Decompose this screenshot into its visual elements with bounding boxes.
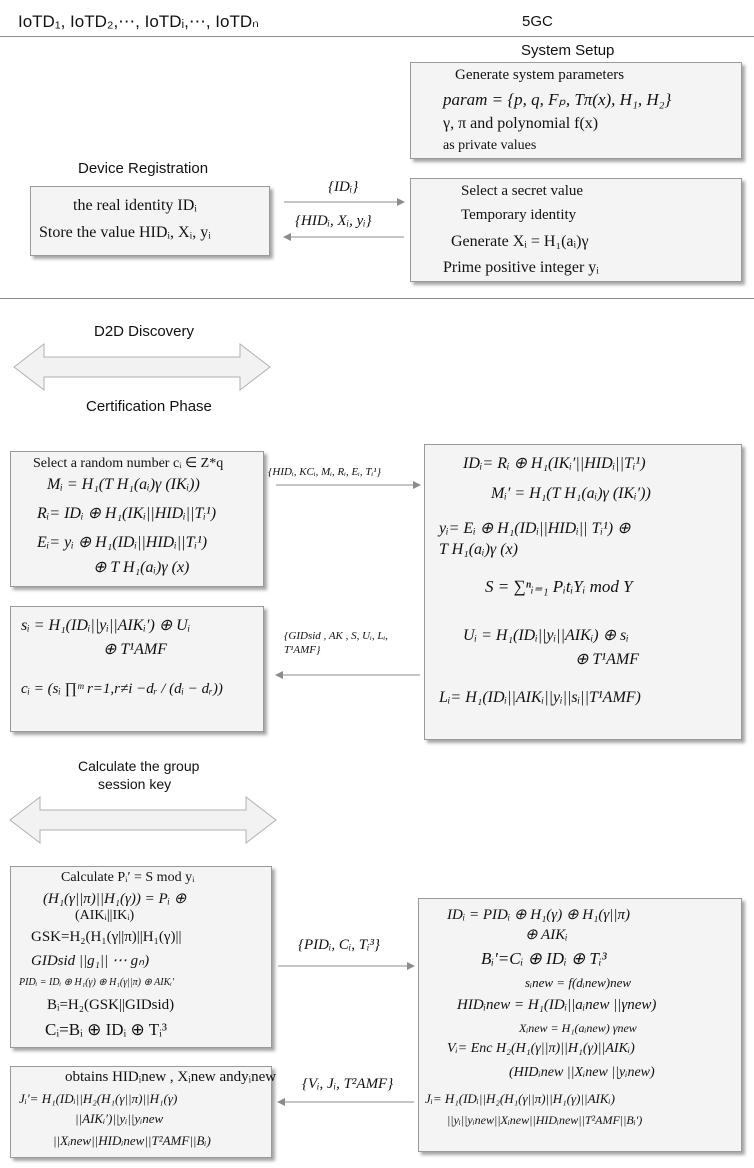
cert-device-verify-box: sᵢ = H₁(IDᵢ||yᵢ||AIKᵢ′) ⊕ Uᵢ ⊕ T¹AMF cᵢ … (10, 606, 264, 732)
reg-right-line-3: Generate Xᵢ = H₁(aᵢ)γ (451, 233, 589, 250)
cert2-line-2: Mᵢ′ = H₁(T H₁(aᵢ)γ (IKᵢ′)) (491, 485, 651, 502)
cert1-line-2: Mᵢ = H₁(T H₁(aᵢ)γ (IKᵢ)) (47, 476, 200, 493)
cert3-line-2: ⊕ T¹AMF (103, 641, 167, 658)
msg-gsk-response: {Vᵢ, Jᵢ, T²AMF} (302, 1076, 394, 1092)
5gc-actor: 5GC (522, 13, 553, 30)
gsk3-line-4: ||Xᵢnew||HIDᵢnew||T²AMF||Bᵢ) (53, 1133, 211, 1148)
device-registration-title: Device Registration (78, 160, 209, 177)
gsk2-line-8: (HIDᵢnew ||Xᵢnew ||yᵢnew) (509, 1065, 655, 1080)
separator-top (0, 36, 754, 37)
gsk1-line-1: Calculate Pᵢ′ = S mod yᵢ (61, 870, 195, 885)
msg-cert-response-1: {GIDsid , AK , S, Uᵢ, Lᵢ, (284, 630, 388, 642)
setup-line-2: param = {p, q, Fₚ, Tπ(x), H₁, H₂} (443, 90, 672, 109)
gsk2-line-9: Jᵢ= H₁(IDᵢ||H₂(H₁(γ||π)||H₁(γ)||AIKᵢ) (425, 1091, 615, 1106)
gsk2-line-7: Vᵢ= Enc H₂(H₁(γ||π)||H₁(γ)||AIKᵢ) (447, 1041, 635, 1056)
cert3-line-1: sᵢ = H₁(IDᵢ||yᵢ||AIKᵢ′) ⊕ Uᵢ (21, 617, 191, 634)
cert2-line-7: ⊕ T¹AMF (575, 651, 639, 668)
reg-right-line-4: Prime positive integer yᵢ (443, 259, 599, 276)
separator-middle (0, 298, 754, 299)
msg-id-to-5gc: {IDᵢ} (328, 179, 359, 195)
gsk1-line-5: GIDsid ||g₁|| ⋯ gₙ) (31, 953, 150, 969)
setup-line-3: γ, π and polynomial f(x) (443, 115, 599, 132)
setup-line-4: as private values (443, 138, 537, 153)
gsk2-line-1: IDᵢ = PIDᵢ ⊕ H₁(γ) ⊕ H₁(γ||π) (447, 907, 630, 923)
gsk3-line-1: obtains HIDᵢnew , Xᵢnew andyᵢnew (65, 1069, 277, 1085)
gsk2-line-10: ||yᵢ||yᵢnew||Xᵢnew||HIDᵢnew||T²AMF||Bᵢ′) (447, 1113, 643, 1127)
cert1-line-5: ⊕ T H₁(aᵢ)γ (x) (93, 559, 190, 576)
system-setup-title: System Setup (521, 42, 615, 59)
certification-phase-title: Certification Phase (86, 398, 212, 415)
reg-right-line-2: Temporary identity (461, 207, 577, 223)
cert2-line-3: yᵢ= Eᵢ ⊕ H₁(IDᵢ||HIDᵢ|| Tᵢ¹) ⊕ (439, 520, 631, 537)
gsk2-line-2: ⊕ AIKᵢ (525, 927, 568, 943)
gsk3-line-3: ||AIKᵢ′)||yᵢ||yᵢnew (75, 1111, 164, 1126)
cert-5gc-box: IDᵢ= Rᵢ ⊕ H₁(IKᵢ′||HIDᵢ||Tᵢ¹) Mᵢ′ = H₁(T… (424, 444, 742, 740)
gsk1-line-7: Bᵢ=H₂(GSK||GIDsid) (47, 997, 175, 1013)
gsk1-line-6: PIDᵢ = IDᵢ ⊕ H₁(γ) ⊕ H₁(γ||π) ⊕ AIKᵢ′ (19, 977, 175, 988)
gsk1-line-8: Cᵢ=Bᵢ ⊕ IDᵢ ⊕ Tᵢ³ (45, 1020, 167, 1039)
reg-left-line-2: Store the value HIDᵢ, Xᵢ, yᵢ (39, 224, 211, 241)
cert2-line-6: Uᵢ = H₁(IDᵢ||yᵢ||AIKᵢ) ⊕ sᵢ (463, 627, 629, 644)
gsk-title-line-2: session key (98, 776, 172, 792)
reg-right-line-1: Select a secret value (461, 183, 584, 199)
gsk1-line-2: (H₁(γ||π)||H₁(γ)) = Pᵢ ⊕ (43, 891, 187, 907)
gsk1-line-4: GSK=H₂(H₁(γ||π)||H₁(γ)|| (31, 929, 182, 945)
d2d-double-arrow (13, 342, 271, 392)
setup-line-1: Generate system parameters (455, 67, 625, 83)
msg-cert-request: {HIDᵢ, KCᵢ, Mᵢ, Rᵢ, Eᵢ, Tᵢ¹} (268, 466, 381, 478)
gsk-title-line-1: Calculate the group (78, 758, 200, 774)
gsk-device-verify-box: obtains HIDᵢnew , Xᵢnew andyᵢnew Jᵢ′= H₁… (10, 1066, 276, 1158)
cert2-line-4: T H₁(aᵢ)γ (x) (439, 541, 518, 558)
cert2-line-8: Lᵢ= H₁(IDᵢ||AIKᵢ||yᵢ||sᵢ||T¹AMF) (439, 689, 641, 706)
registration-device-box: the real identity IDᵢ Store the value HI… (30, 186, 270, 256)
gsk2-line-3: Bᵢ′=Cᵢ ⊕ IDᵢ ⊕ Tᵢ³ (481, 949, 607, 968)
gsk2-line-6: Xᵢnew = H₁(aᵢnew) γnew (519, 1021, 637, 1035)
cert3-line-3: cᵢ = (sᵢ ∏ᵐ r=1,r≠i −dᵣ / (dᵢ − dᵣ)) (21, 681, 223, 697)
registration-5gc-box: Select a secret value Temporary identity… (410, 178, 742, 282)
gsk-double-arrow (9, 795, 277, 845)
gsk2-line-4: sᵢnew = f(dᵢnew)new (525, 975, 632, 990)
gsk1-line-3: (AIKᵢ||IKᵢ) (75, 908, 135, 923)
msg-gsk-request: {PIDᵢ, Cᵢ, Tᵢ³} (298, 937, 380, 953)
msg-cert-response-2: T¹AMF} (284, 644, 321, 656)
d2d-discovery-title: D2D Discovery (94, 323, 195, 340)
iot-devices-actor: IoTD₁, IoTD₂,⋯, IoTDᵢ,⋯, IoTDₙ (18, 12, 259, 31)
gsk2-line-5: HIDᵢnew = H₁(IDᵢ||aᵢnew ||γnew) (457, 997, 657, 1013)
cert2-line-5: S = ∑ⁿᵢ₌₁ PᵢtᵢYᵢ mod Y (485, 577, 633, 596)
reg-left-line-1: the real identity IDᵢ (73, 197, 197, 214)
cert2-line-1: IDᵢ= Rᵢ ⊕ H₁(IKᵢ′||HIDᵢ||Tᵢ¹) (463, 455, 646, 472)
cert-device-box: Select a random number cᵢ ∈ Z*q Mᵢ = H₁(… (10, 451, 264, 587)
gsk-device-box: Calculate Pᵢ′ = S mod yᵢ (H₁(γ||π)||H₁(γ… (10, 866, 272, 1048)
cert1-line-4: Eᵢ= yᵢ ⊕ H₁(IDᵢ||HIDᵢ||Tᵢ¹) (37, 534, 208, 551)
gsk3-line-2: Jᵢ′= H₁(IDᵢ||H₂(H₁(γ||π)||H₁(γ) (19, 1091, 178, 1106)
msg-hid-to-device: {HIDᵢ, Xᵢ, yᵢ} (295, 213, 372, 229)
gsk-5gc-box: IDᵢ = PIDᵢ ⊕ H₁(γ) ⊕ H₁(γ||π) ⊕ AIKᵢ Bᵢ′… (418, 898, 742, 1152)
system-setup-box: Generate system parameters param = {p, q… (410, 62, 742, 159)
cert1-line-1: Select a random number cᵢ ∈ Z*q (33, 456, 224, 471)
cert1-line-3: Rᵢ= IDᵢ ⊕ H₁(IKᵢ||HIDᵢ||Tᵢ¹) (37, 505, 217, 522)
